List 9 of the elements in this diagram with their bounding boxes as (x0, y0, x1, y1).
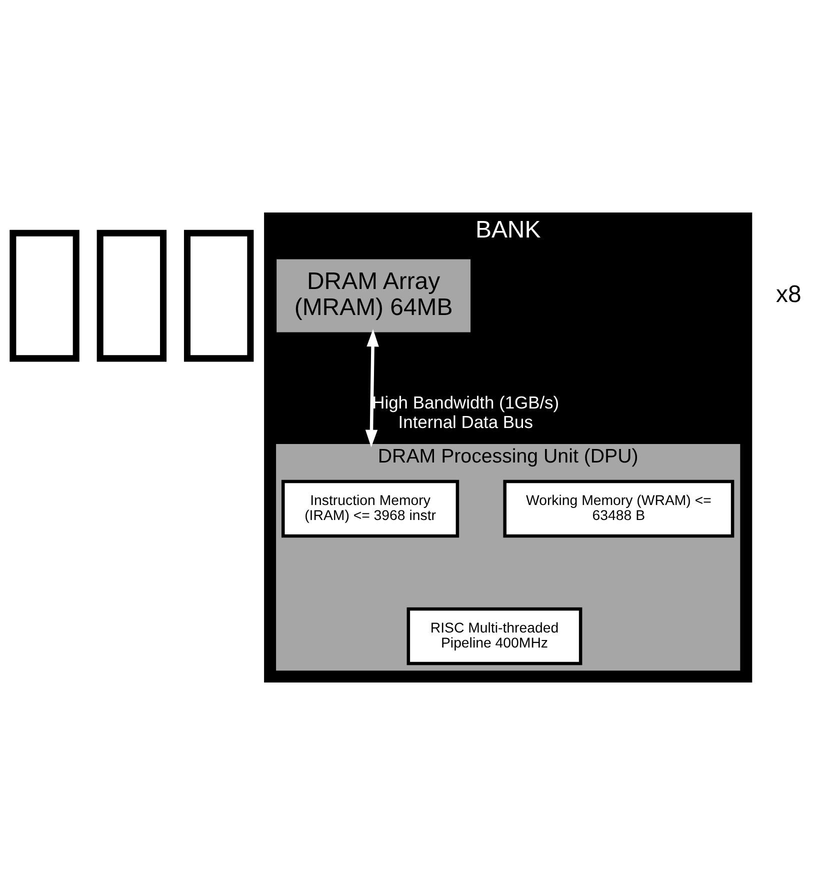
node-box (10, 230, 80, 362)
arrow (365, 329, 379, 448)
node-box: RISC Multi-threaded Pipeline 400MHz (406, 607, 582, 666)
node-box (96, 230, 167, 362)
label: x8 (776, 280, 802, 308)
node-box (184, 230, 254, 362)
edge-label: High Bandwidth (1GB/s) Internal Data Bus (372, 392, 560, 432)
node-box: Instruction Memory (IRAM) <= 3968 instr (282, 480, 460, 538)
node-box: Working Memory (WRAM) <= 63488 B (503, 480, 734, 538)
